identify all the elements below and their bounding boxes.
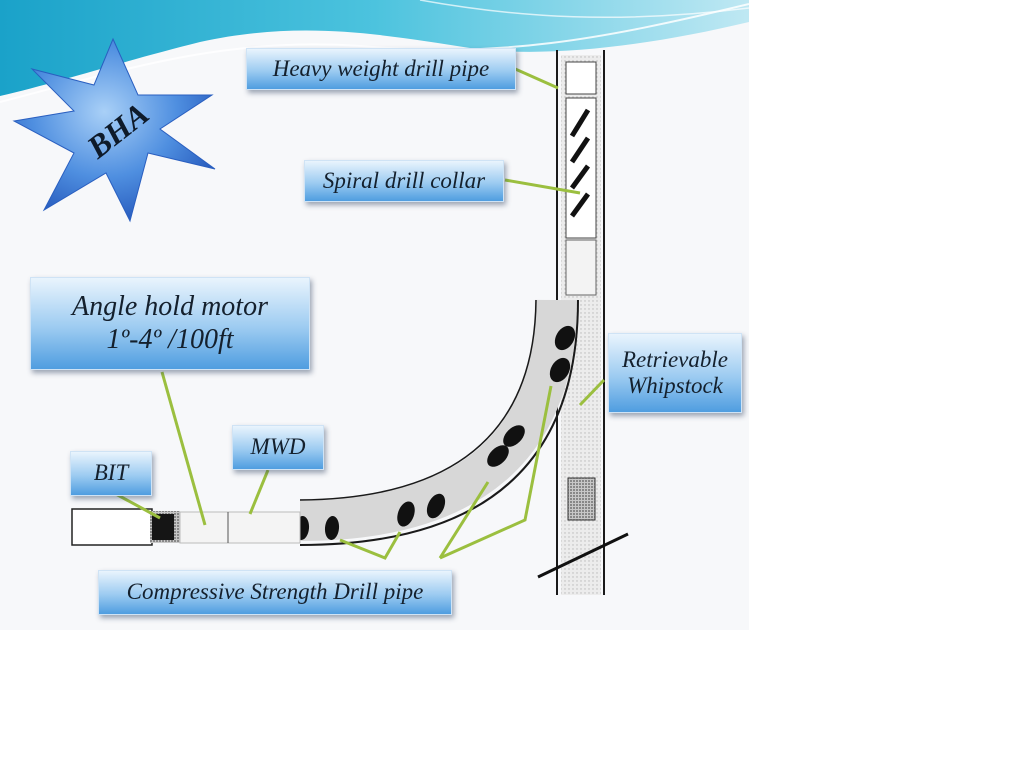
label-angle-hold-motor: Angle hold motor 1º-4º /100ft <box>30 277 310 370</box>
label-spiral-drill-collar: Spiral drill collar <box>304 160 504 202</box>
label-compressive-strength-drill-pipe: Compressive Strength Drill pipe <box>98 570 452 615</box>
label-mwd: MWD <box>232 425 324 470</box>
label-retrievable-whipstock: Retrievable Whipstock <box>608 333 742 413</box>
label-heavy-weight-drill-pipe: Heavy weight drill pipe <box>246 48 516 90</box>
slide: BHA <box>0 0 749 615</box>
wellbore-diagram <box>71 50 629 595</box>
leader-lines <box>113 66 606 560</box>
starburst-icon <box>12 37 216 223</box>
horizontal-tool-string <box>71 508 301 546</box>
label-bit: BIT <box>70 451 152 496</box>
curved-wellbore <box>294 299 579 546</box>
